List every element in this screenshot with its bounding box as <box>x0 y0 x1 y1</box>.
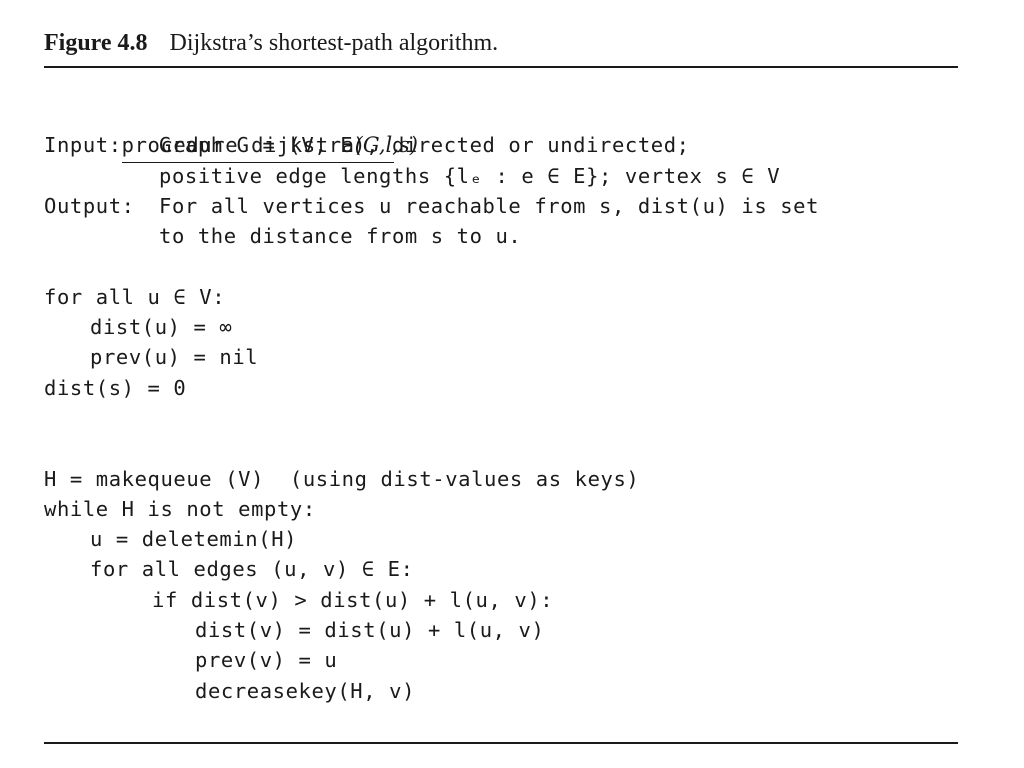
bottom-rule <box>44 742 958 744</box>
figure: Figure 4.8 Dijkstra’s shortest-path algor… <box>44 26 958 744</box>
output-text-2: to the distance from s to u. <box>159 224 522 249</box>
blank-line <box>44 251 958 281</box>
top-rule <box>44 66 958 68</box>
code-line: dist(u) = ∞ <box>90 315 233 340</box>
input-line-2: positive edge lengths {lₑ : e ∈ E}; vert… <box>44 161 958 191</box>
code-line: prev(u) = nil <box>90 345 259 370</box>
code-line: dist(s) = 0 <box>44 375 187 400</box>
code-line: while H is not empty: <box>44 496 316 521</box>
code-line: u = deletemin(H) <box>90 527 298 552</box>
algorithm-code: procedure dijkstra(G,l,s) Input: Graph G … <box>44 100 958 706</box>
code-line: H = makequeue (V) (using dist-values as … <box>44 466 640 491</box>
procedure-signature: procedure dijkstra(G,l,s) <box>121 130 418 163</box>
procedure-header: procedure dijkstra(G,l,s) <box>44 100 958 163</box>
code-line: for all edges (u, v) ∈ E: <box>90 557 414 582</box>
figure-number: Figure 4.8 <box>44 30 148 56</box>
output-label: Output: <box>44 193 135 218</box>
code-line: prev(v) = u <box>195 648 338 673</box>
output-text-1: For all vertices u reachable from s, dis… <box>159 193 820 218</box>
code-line: if dist(v) > dist(u) + l(u, v): <box>152 587 554 612</box>
input-text-1: Graph G = (V, E), directed or undirected… <box>159 133 690 158</box>
blank-line <box>44 403 958 464</box>
input-text-2: positive edge lengths {lₑ : e ∈ E}; vert… <box>159 163 781 188</box>
code-line: dist(v) = dist(u) + l(u, v) <box>195 618 545 643</box>
code-line: decreasekey(H, v) <box>195 678 416 703</box>
procedure-underline <box>121 161 394 163</box>
output-line-2: to the distance from s to u. <box>44 221 958 251</box>
input-label: Input: <box>44 133 122 158</box>
code-line: for all u ∈ V: <box>44 284 226 309</box>
figure-caption: Figure 4.8 Dijkstra’s shortest-path algor… <box>44 26 958 60</box>
procedure-name: procedure dijkstra <box>121 133 355 158</box>
figure-title: Dijkstra’s shortest-path algorithm. <box>169 30 499 56</box>
input-line-1: Input: Graph G = (V, E), directed or undi… <box>44 130 958 160</box>
output-line-1: Output: For all vertices u reachable from… <box>44 191 958 221</box>
procedure-args: (G,l,s) <box>354 133 418 158</box>
